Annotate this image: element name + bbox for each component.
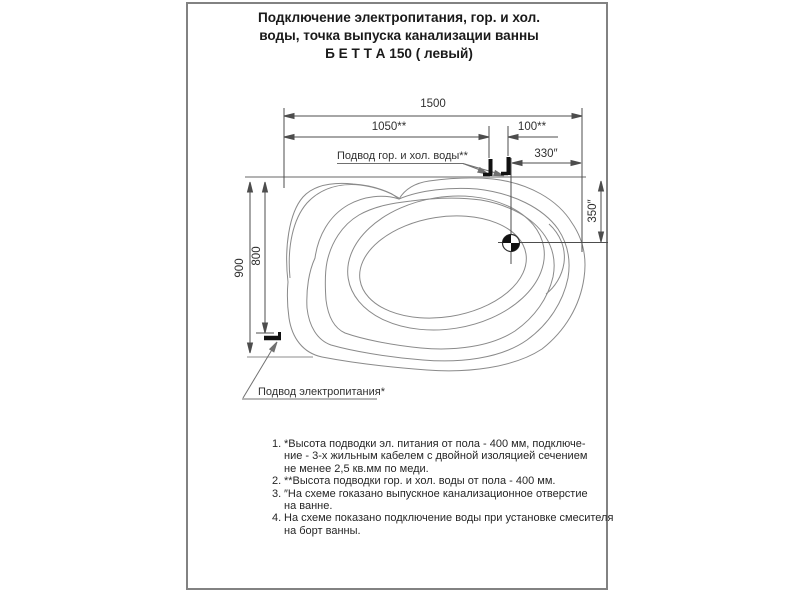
basin-oval-outer	[347, 195, 545, 331]
note-number: 2.	[272, 475, 282, 488]
headrest-crescent	[288, 184, 400, 279]
tub-rim-contour-mid	[306, 187, 570, 362]
sheet-border	[186, 2, 608, 590]
tub-rim-contour-inner	[324, 197, 555, 350]
right-rim-ledge	[545, 223, 565, 295]
note-line: На схеме показано подключение воды при у…	[284, 512, 614, 525]
note-item-3: 3. ″На схеме гоказано выпускное канализа…	[272, 488, 613, 513]
note-line: ″На схеме гоказано выпускное канализацио…	[284, 487, 588, 500]
note-number: 3.	[272, 487, 282, 500]
title-line-1: Подключение электропитания, гор. и хол.	[257, 10, 541, 25]
note-line: **Высота подводки гор. и хол. воды от по…	[284, 475, 556, 488]
note-number: 4.	[272, 512, 282, 525]
note-line: *Высота подводки эл. питания от пола - 4…	[284, 438, 586, 450]
dim-water-spacing: 100**	[517, 121, 547, 133]
drain-symbol	[501, 222, 521, 264]
power-supply-label: Подвод электропитания*	[258, 386, 385, 398]
water-supply-label: Подвод гор. и хол. воды**	[337, 150, 468, 162]
note-line: на борт ванны.	[284, 524, 361, 537]
tub-outer-contour	[286, 177, 586, 372]
dim-drain-from-edge: 330″	[534, 148, 558, 160]
note-line: на ванне.	[284, 500, 333, 513]
note-item-1: 1. *Высота подводки эл. питания от пола …	[272, 438, 613, 475]
title-line-3: Б Е Т Т А 150 ( левый)	[325, 46, 473, 61]
power-supply-mark	[264, 332, 281, 341]
note-line: не менее 2,5 кв.мм по меди.	[284, 462, 429, 475]
dim-water-offset: 1050**	[371, 121, 407, 133]
tub-outline	[286, 177, 586, 372]
note-item-4: 4. На схеме показано подключение воды пр…	[272, 512, 613, 537]
note-line: ние - 3-х жильным кабелем с двойной изол…	[284, 450, 588, 463]
title-line-2: воды, точка выпуска канализации ванны	[259, 28, 539, 43]
note-number: 1.	[272, 438, 282, 450]
dim-overall-depth: 900	[234, 258, 246, 278]
wall-lines	[245, 176, 586, 358]
dimension-lines	[246, 108, 608, 354]
note-item-2: 2. **Высота подводки гор. и хол. воды от…	[272, 475, 613, 487]
water-supply-marks	[483, 157, 511, 177]
notes-list: 1. *Высота подводки эл. питания от пола …	[272, 438, 613, 537]
dim-drain-from-wall: 350″	[587, 199, 599, 223]
dim-overall-width: 1500	[420, 98, 446, 110]
drawing-title: Подключение электропитания, гор. и хол. …	[187, 9, 611, 63]
leader-lines	[242, 163, 505, 400]
dim-power-offset: 800	[251, 246, 263, 266]
basin-oval-inner	[359, 215, 527, 319]
